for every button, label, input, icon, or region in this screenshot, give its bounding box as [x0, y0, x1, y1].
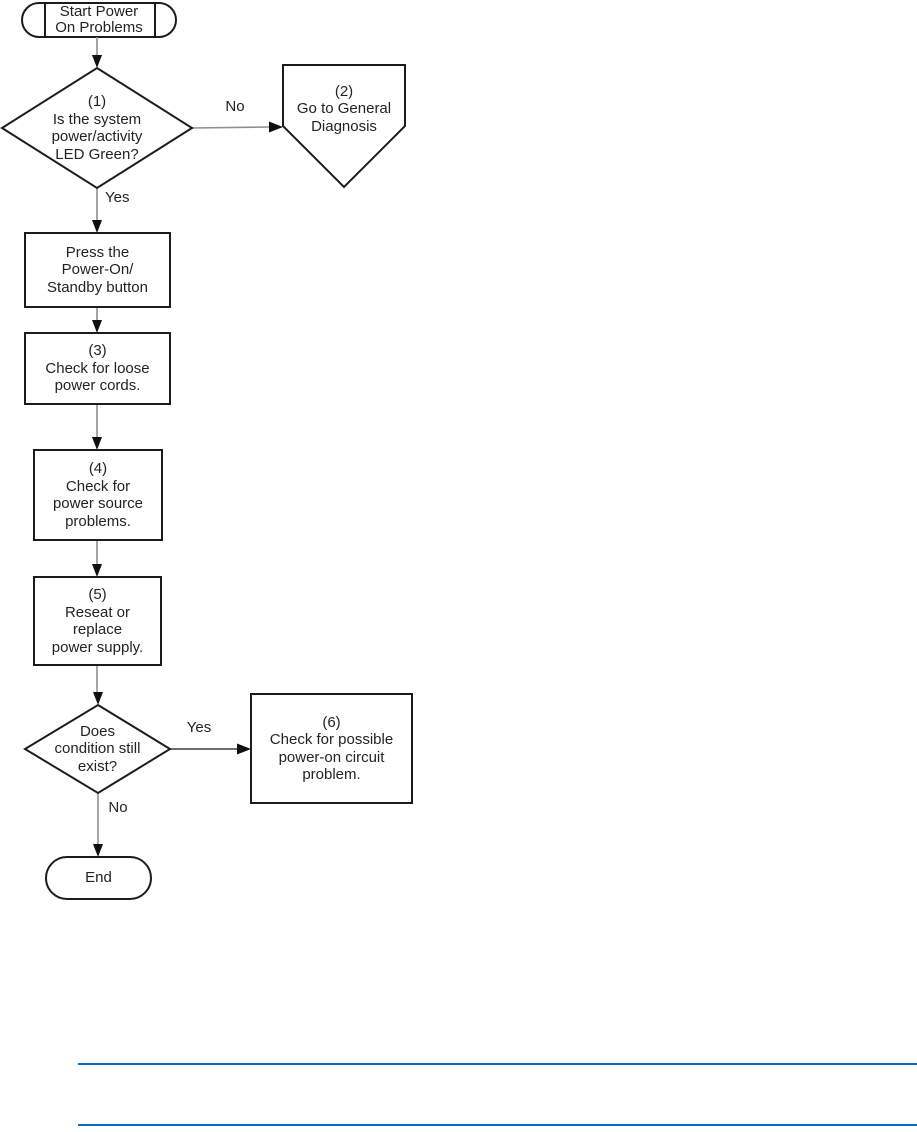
edge-label-no-q2: No [108, 799, 128, 816]
arrowhead-into-s4 [92, 437, 102, 450]
decision-led-green-shape [0, 66, 194, 190]
edge-label-no-q1: No [225, 98, 245, 115]
process-reseat-power-supply-shape [33, 576, 162, 666]
edge-label-yes-q2: Yes [186, 719, 212, 736]
decision-led-green-label: (1) Is the system power/activity LED Gre… [51, 93, 143, 163]
divider-line-bottom [78, 1124, 917, 1126]
arrowhead-into-s3 [92, 320, 102, 333]
arrowhead-into-s5 [92, 564, 102, 577]
offpage-general-diagnosis-label: (2) Go to General Diagnosis [296, 82, 392, 135]
process-check-power-source-label: (4) Check for power source problems. [52, 460, 144, 530]
process-check-power-cords-shape [24, 332, 171, 405]
arrowhead-into-q2 [93, 692, 103, 705]
start-terminator-label: Start Power On Problems [55, 3, 143, 36]
arrowhead-into-s2 [269, 121, 283, 133]
process-press-power-button-label: Press the Power-On/ Standby button [47, 243, 148, 296]
process-check-power-cords-label: (3) Check for loose power cords. [45, 342, 150, 395]
start-terminator-shape [21, 1, 177, 38]
process-power-on-circuit-label: (6) Check for possible power-on circuit … [269, 713, 394, 784]
process-check-power-source-shape [33, 449, 163, 541]
end-terminator-label: End [85, 869, 112, 887]
arrowhead-into-press [92, 220, 102, 233]
connector-q1-to-s2 [191, 126, 271, 129]
arrowhead-into-s6 [237, 743, 251, 755]
end-terminator-shape [45, 856, 152, 900]
process-reseat-power-supply-label: (5) Reseat or replace power supply. [51, 586, 144, 656]
divider-line-top [78, 1063, 917, 1065]
process-press-power-button-shape [24, 232, 171, 308]
arrowhead-into-end [93, 844, 103, 857]
decision-condition-still-exist-shape [23, 703, 172, 795]
edge-label-yes-q1: Yes [105, 189, 130, 206]
offpage-general-diagnosis-shape [282, 64, 406, 189]
decision-condition-still-exist-label: Does condition still exist? [54, 722, 141, 775]
arrowhead-into-q1 [92, 55, 102, 68]
process-power-on-circuit-shape [250, 693, 413, 804]
